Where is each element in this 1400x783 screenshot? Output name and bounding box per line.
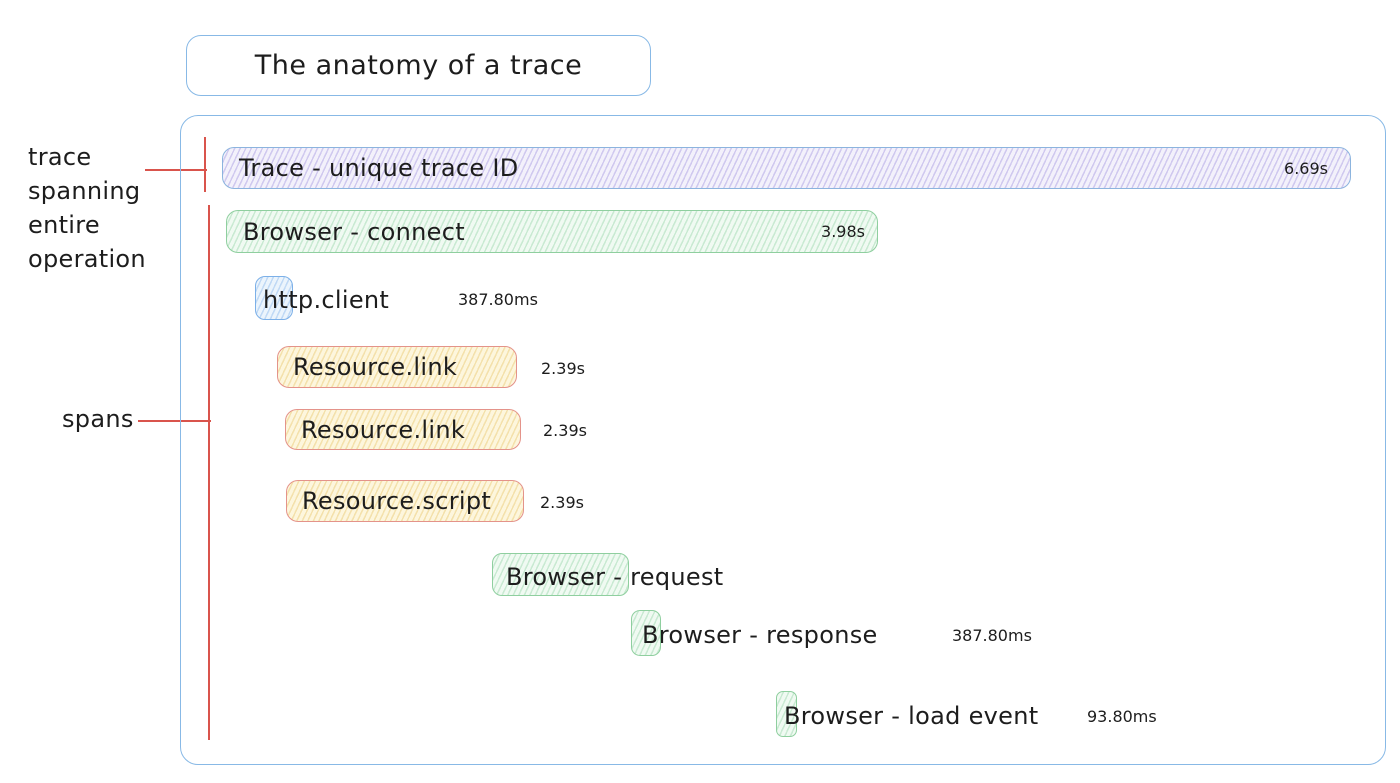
trace-bar: Trace - unique trace ID 6.69s (222, 147, 1351, 189)
trace-annotation-line: trace (28, 143, 92, 171)
span-label-browser-request: Browser - request (506, 563, 724, 591)
span-duration-browser-connect: 3.98s (821, 222, 865, 241)
span-box-browser-response (631, 610, 661, 656)
title-box: The anatomy of a trace (186, 35, 651, 96)
trace-annotation-line: spanning (28, 177, 141, 205)
span-bar-browser-connect: Browser - connect 3.98s (226, 210, 878, 253)
span-label-browser-load-event: Browser - load event (784, 702, 1039, 730)
trace-annotation-line: operation (28, 245, 146, 273)
trace-connector-vline (204, 137, 206, 192)
span-box-browser-request (492, 553, 629, 596)
trace-outer-container (180, 115, 1386, 765)
span-label-resource-link-1: Resource.link (293, 353, 458, 381)
spans-connector-vline (208, 205, 210, 740)
spans-connector-hline (138, 420, 211, 422)
trace-annotation-line: entire (28, 211, 100, 239)
span-box-resource-link-2: Resource.link (285, 409, 521, 450)
trace-connector-hline (145, 169, 207, 171)
span-box-http-client (255, 276, 293, 320)
span-duration-browser-load-event: 93.80ms (1087, 707, 1157, 726)
span-box-resource-script: Resource.script (286, 480, 524, 522)
span-duration-browser-response: 387.80ms (952, 626, 1032, 645)
trace-bar-label: Trace - unique trace ID (239, 154, 519, 182)
span-label-browser-connect: Browser - connect (243, 217, 465, 246)
span-box-resource-link-1: Resource.link (277, 346, 517, 388)
diagram-title: The anatomy of a trace (254, 50, 583, 81)
span-box-browser-load-event (776, 691, 797, 737)
span-label-browser-response: Browser - response (642, 621, 878, 649)
span-duration-resource-script: 2.39s (540, 493, 584, 512)
spans-annotation-label: spans (62, 405, 134, 433)
span-duration-http-client: 387.80ms (458, 290, 538, 309)
trace-bar-duration: 6.69s (1284, 158, 1328, 178)
trace-annotation-label: trace spanning entire operation (28, 140, 146, 276)
span-label-resource-script: Resource.script (302, 487, 492, 515)
span-duration-resource-link-2: 2.39s (543, 421, 587, 440)
span-label-resource-link-2: Resource.link (301, 415, 466, 444)
span-label-http-client: http.client (263, 286, 390, 314)
span-duration-resource-link-1: 2.39s (541, 359, 585, 378)
